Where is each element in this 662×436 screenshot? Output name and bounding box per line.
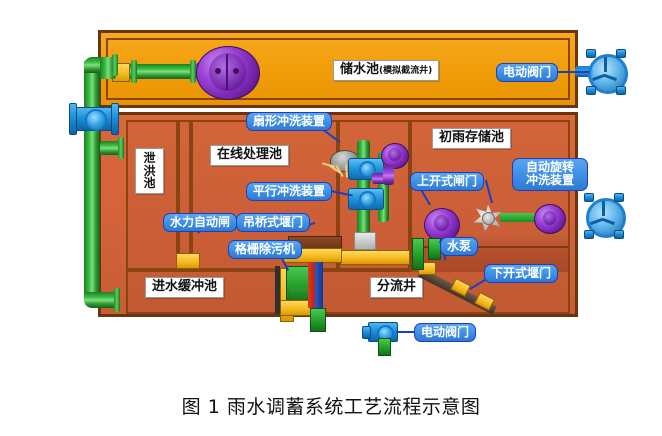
- cell-bottom-channel: [126, 270, 570, 314]
- shaft-secondary-pipe: [378, 152, 389, 222]
- top-sluice-gate-hub: [434, 215, 449, 231]
- external-pipe-valve-flange-right: [111, 103, 119, 135]
- electric-valve-top-spoke-up: [604, 57, 607, 72]
- shaft-yellow-sill: [340, 250, 410, 265]
- auto-rotary-flush-shaft: [500, 213, 536, 222]
- callout-electric-valve-top[interactable]: 电动阀门: [496, 63, 559, 83]
- label-flood-discharge-pool: 泄洪池: [135, 148, 164, 194]
- callout-auto-rotary-flush-line2: 冲洗装置: [525, 173, 574, 188]
- bar-screen-discharge-pipe: [310, 308, 326, 332]
- bottom-weir-gate-riser: [412, 238, 424, 270]
- external-pipe-valve-ring: [85, 109, 107, 131]
- electric-valve-top-lug-br: [616, 86, 626, 95]
- label-flood-discharge-pool-text: 泄洪池: [143, 151, 156, 191]
- label-storage-tank-text: 储水池: [340, 62, 380, 77]
- external-top-flange: [112, 54, 118, 76]
- lower-right-lug-tl: [584, 193, 594, 202]
- callout-auto-rotary-flush-device[interactable]: 自动旋转 冲洗装置: [512, 158, 588, 191]
- bar-screen-grid-red: [308, 262, 315, 308]
- callout-bottom-opening-weir-gate[interactable]: 下开式堰门: [484, 264, 559, 284]
- callout-top-opening-sluice-gate[interactable]: 上开式闸门: [410, 172, 485, 192]
- lower-right-spoke-up: [602, 201, 605, 216]
- external-branch-flange: [118, 137, 124, 159]
- cell-narrow-channel: [178, 120, 191, 270]
- electric-valve-top-lug-tl: [586, 49, 596, 58]
- callout-hydraulic-auto-gate[interactable]: 水力自动闸: [163, 213, 238, 233]
- leader-bottom-electric-valve: [396, 331, 416, 333]
- parallel-flush-pump-upper-ring: [359, 161, 376, 178]
- label-storage-tank-note: (模拟截流井): [379, 66, 433, 76]
- main-valve-bolt-right: [233, 68, 239, 74]
- external-riser-pipe: [84, 60, 100, 300]
- label-first-rain-storage-pool: 初雨存储池: [432, 128, 512, 149]
- electric-valve-top-lug-bl: [586, 86, 596, 95]
- callout-auto-rotary-flush-line1: 自动旋转: [525, 160, 574, 174]
- external-branch-pipe: [100, 141, 122, 155]
- bottom-electric-valve-downpipe: [378, 338, 391, 356]
- auto-rotary-flush-drive-hub: [543, 211, 556, 225]
- cell-flood-discharge: [126, 120, 178, 270]
- shaft-purple-wheel-hub: [388, 148, 401, 161]
- external-pipe-valve-flange-left: [69, 103, 77, 135]
- upper-inlet-flange-left: [131, 60, 137, 83]
- callout-electric-valve-bottom[interactable]: 电动阀门: [414, 323, 477, 343]
- bar-screen-rail: [275, 266, 280, 314]
- upper-inlet-flange-right: [190, 60, 196, 83]
- bottom-electric-valve-side-stub: [362, 326, 371, 339]
- callout-water-pump[interactable]: 水泵: [440, 237, 479, 257]
- shaft-purple-down-pipe: [383, 165, 394, 185]
- lower-right-lug-br: [614, 230, 624, 239]
- callout-drawbridge-weir-gate[interactable]: 吊桥式堰门: [236, 213, 311, 233]
- cell-equipment-shaft: [338, 120, 410, 270]
- electric-valve-top-lug-tr: [616, 49, 626, 58]
- callout-fan-flush-device[interactable]: 扇形冲洗装置: [246, 112, 333, 132]
- lower-right-lug-bl: [584, 230, 594, 239]
- figure-caption: 图 1 雨水调蓄系统工艺流程示意图: [181, 396, 481, 418]
- label-diversion-well: 分流井: [370, 277, 424, 298]
- leader-electric-valve-top: [553, 71, 589, 73]
- shaft-outlet-box: [354, 232, 376, 250]
- callout-parallel-flush-device[interactable]: 平行冲洗装置: [246, 182, 333, 202]
- external-bottom-flange: [114, 288, 120, 312]
- main-valve-bolt-left: [215, 68, 221, 74]
- upper-inlet-pipe: [126, 64, 198, 79]
- lower-right-lug-tr: [614, 193, 624, 202]
- parallel-flush-pump-lower-ring: [359, 191, 376, 208]
- hydraulic-auto-gate-body: [176, 253, 200, 269]
- auto-rotary-flush-hub: [482, 212, 495, 225]
- label-online-treatment-pool: 在线处理池: [210, 145, 290, 166]
- callout-bar-screen-cleaner[interactable]: 格栅除污机: [228, 240, 303, 260]
- bar-screen-hopper: [290, 288, 308, 302]
- label-inlet-buffer-pool: 进水缓冲池: [145, 277, 225, 298]
- label-storage-tank: 储水池(模拟截流井): [333, 60, 440, 81]
- bar-screen-grid-blue: [314, 262, 323, 308]
- main-valve-spoke-vertical: [226, 54, 228, 90]
